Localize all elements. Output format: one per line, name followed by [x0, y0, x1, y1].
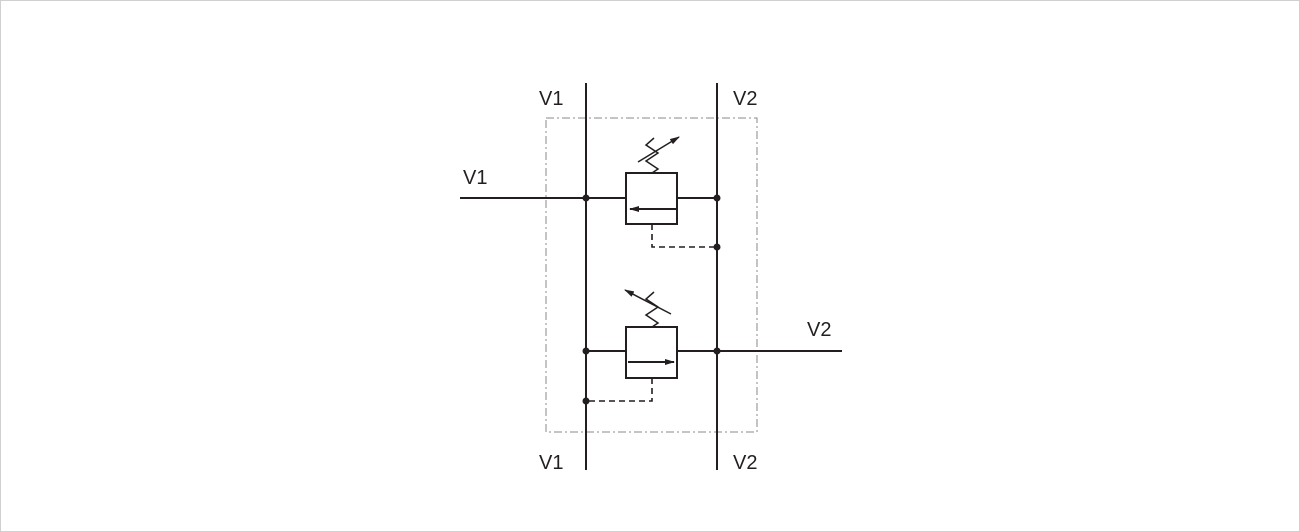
label-v1-top: V1 — [539, 88, 563, 110]
label-v2-bottom: V2 — [733, 452, 757, 474]
valve-block-boundary — [545, 117, 758, 433]
label-v1-inlet: V1 — [463, 167, 487, 189]
spring-icon — [644, 291, 660, 328]
upper-relief-valve — [625, 136, 717, 248]
label-v2-top: V2 — [733, 88, 757, 110]
pilot-line — [586, 378, 653, 402]
label-v2-outlet: V2 — [807, 319, 831, 341]
adjust-arrow-icon — [637, 136, 680, 163]
junction-dots — [582, 194, 721, 405]
pilot-line — [651, 224, 717, 248]
spring-icon — [644, 137, 660, 174]
label-v1-bottom: V1 — [539, 452, 563, 474]
lower-relief-valve — [586, 289, 678, 402]
adjust-arrow-icon — [624, 289, 672, 315]
